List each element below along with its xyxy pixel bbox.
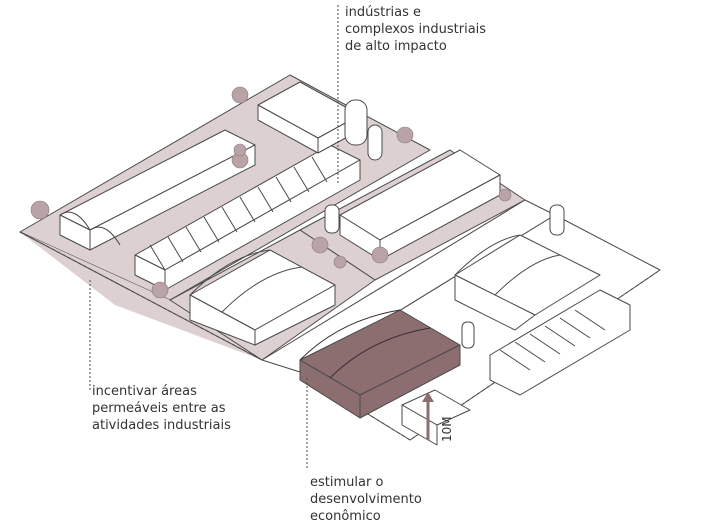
annotation-top-line-3: de alto impacto — [345, 39, 447, 54]
annotation-bottom-line-1: estimular o — [310, 475, 384, 490]
annotation-left: incentivar áreas permeáveis entre as ati… — [92, 383, 231, 434]
scale-label: 10M — [440, 416, 454, 442]
annotation-left-line-1: incentivar áreas — [92, 384, 197, 399]
silo-2 — [367, 124, 383, 161]
annotation-left-line-2: permeáveis entre as — [92, 401, 226, 416]
annotation-bottom-line-3: econômico — [310, 509, 381, 524]
annotation-top-line-2: complexos industriais — [345, 22, 487, 37]
stepped-building — [489, 289, 631, 396]
annotation-bottom-line-2: desenvolvimento — [310, 492, 422, 507]
annotation-bottom: estimular o desenvolvimento econômico — [310, 474, 422, 525]
annotation-top-line-1: indústrias e — [345, 5, 422, 20]
annotation-left-line-3: atividades industriais — [92, 418, 231, 433]
annotation-top: indústrias e complexos industriais de al… — [345, 4, 486, 55]
silo-1 — [344, 99, 368, 146]
tree-group — [30, 86, 512, 299]
